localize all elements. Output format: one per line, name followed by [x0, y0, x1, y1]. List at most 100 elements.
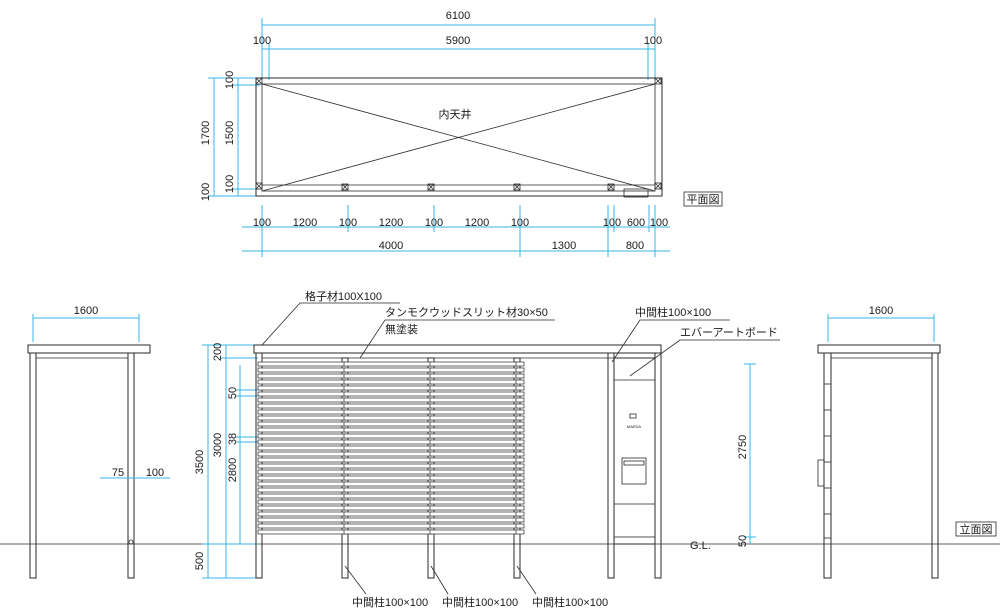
- slat: [429, 451, 519, 457]
- plan-seg-7: 100: [603, 217, 621, 229]
- plan-depth-a: 100: [224, 71, 236, 89]
- slat: [429, 469, 519, 475]
- plan-seg-4: 100: [425, 217, 443, 229]
- slat: [257, 517, 347, 523]
- side-dim-75: 75: [112, 467, 124, 479]
- slat: [343, 415, 433, 421]
- dim-right-height: 2750: [737, 435, 749, 459]
- slat: [257, 379, 347, 385]
- plan-seg-2: 100: [339, 217, 357, 229]
- plan-total-1: 1300: [552, 240, 576, 252]
- front-elevation: 3500 3000 200 2800 50 38 500: [194, 289, 780, 609]
- slat-end: [515, 457, 525, 463]
- plan-seg-3: 1200: [379, 217, 403, 229]
- plan-seg-6: 100: [511, 217, 529, 229]
- plan-seg-1: 1200: [293, 217, 317, 229]
- slat: [257, 409, 347, 415]
- plan-total-2: 800: [626, 240, 644, 252]
- slat: [429, 493, 519, 499]
- slat: [343, 403, 433, 409]
- slat: [343, 397, 433, 403]
- slat-end: [515, 391, 525, 397]
- slat-end: [515, 511, 525, 517]
- slat: [429, 421, 519, 427]
- slat: [257, 427, 347, 433]
- slat: [343, 475, 433, 481]
- plan-total-0: 4000: [379, 240, 403, 252]
- dim-total-height: 3500: [194, 450, 206, 474]
- slat: [343, 505, 433, 511]
- slat-end: [515, 517, 525, 523]
- slat: [257, 421, 347, 427]
- slat-end: [515, 373, 525, 379]
- slat: [429, 463, 519, 469]
- slat: [429, 529, 519, 535]
- elevation-title: 立面図: [960, 522, 993, 536]
- slat: [429, 403, 519, 409]
- slat: [343, 499, 433, 505]
- plan-depth-total: 1700: [200, 121, 212, 145]
- slat: [257, 475, 347, 481]
- slat-end: [515, 451, 525, 457]
- plan-seg-9: 100: [650, 217, 668, 229]
- note-mid-post-top: 中間柱100×100: [635, 305, 711, 319]
- slat: [343, 511, 433, 517]
- slat: [429, 445, 519, 451]
- slat: [257, 373, 347, 379]
- slat-end: [515, 529, 525, 535]
- slat: [257, 457, 347, 463]
- note-mid-post-3: 中間柱100×100: [532, 595, 608, 609]
- slat: [429, 391, 519, 397]
- slat-end: [515, 415, 525, 421]
- dim-top: 200: [212, 343, 224, 361]
- slat: [429, 517, 519, 523]
- wood-slit-slats: [257, 361, 525, 535]
- slat: [429, 415, 519, 421]
- right-side-elevation: 1600 立面図: [817, 305, 997, 579]
- slat: [343, 379, 433, 385]
- slat: [257, 493, 347, 499]
- slat: [257, 445, 347, 451]
- slat: [257, 367, 347, 373]
- gl-label: G.L.: [690, 540, 711, 552]
- note-mid-post-1: 中間柱100×100: [352, 595, 428, 609]
- slat-end: [515, 523, 525, 529]
- note-slit-material: タンモクウッドスリット材30×50: [385, 305, 548, 319]
- side-dim-100: 100: [146, 467, 164, 479]
- slat-end: [515, 421, 525, 427]
- plan-top-dimensions: 6100 100 5900 100: [253, 10, 662, 80]
- slat: [257, 385, 347, 391]
- slat-end: [515, 403, 525, 409]
- note-ever-art-board: エバーアートボード: [680, 326, 778, 339]
- slat: [343, 457, 433, 463]
- slat: [343, 469, 433, 475]
- note-lattice: 格子材100X100: [305, 289, 382, 303]
- plan-width-mid: 5900: [446, 35, 470, 47]
- annotations: 格子材100X100 タンモクウッドスリット材30×50 無塗装 中間柱100×…: [261, 289, 780, 609]
- slat: [257, 451, 347, 457]
- plan-width-left: 100: [253, 35, 271, 47]
- plan-outline: 内天井: [255, 77, 663, 198]
- intercom-icon: [629, 413, 637, 419]
- right-side-width: 1600: [869, 305, 893, 317]
- slat: [343, 409, 433, 415]
- slat-end: [515, 427, 525, 433]
- slat: [343, 445, 433, 451]
- mailbox-icon: [621, 457, 647, 485]
- plan-view: 6100 100 5900 100 1700 100 1500 100 100: [200, 10, 723, 257]
- slat: [343, 427, 433, 433]
- slat: [429, 433, 519, 439]
- plan-seg-0: 100: [253, 217, 271, 229]
- dim-below-gl: 500: [194, 552, 206, 570]
- dim-upper-height: 3000: [212, 433, 224, 457]
- slat-end: [515, 379, 525, 385]
- slat: [429, 487, 519, 493]
- mailbox-brand: MAEDA: [627, 424, 642, 429]
- dim-right-gl: 50: [737, 535, 749, 547]
- plan-left-dimensions: 1700 100 1500 100 100: [200, 71, 260, 201]
- slat: [343, 481, 433, 487]
- left-side-width: 1600: [74, 305, 98, 317]
- slat: [429, 505, 519, 511]
- slat: [343, 439, 433, 445]
